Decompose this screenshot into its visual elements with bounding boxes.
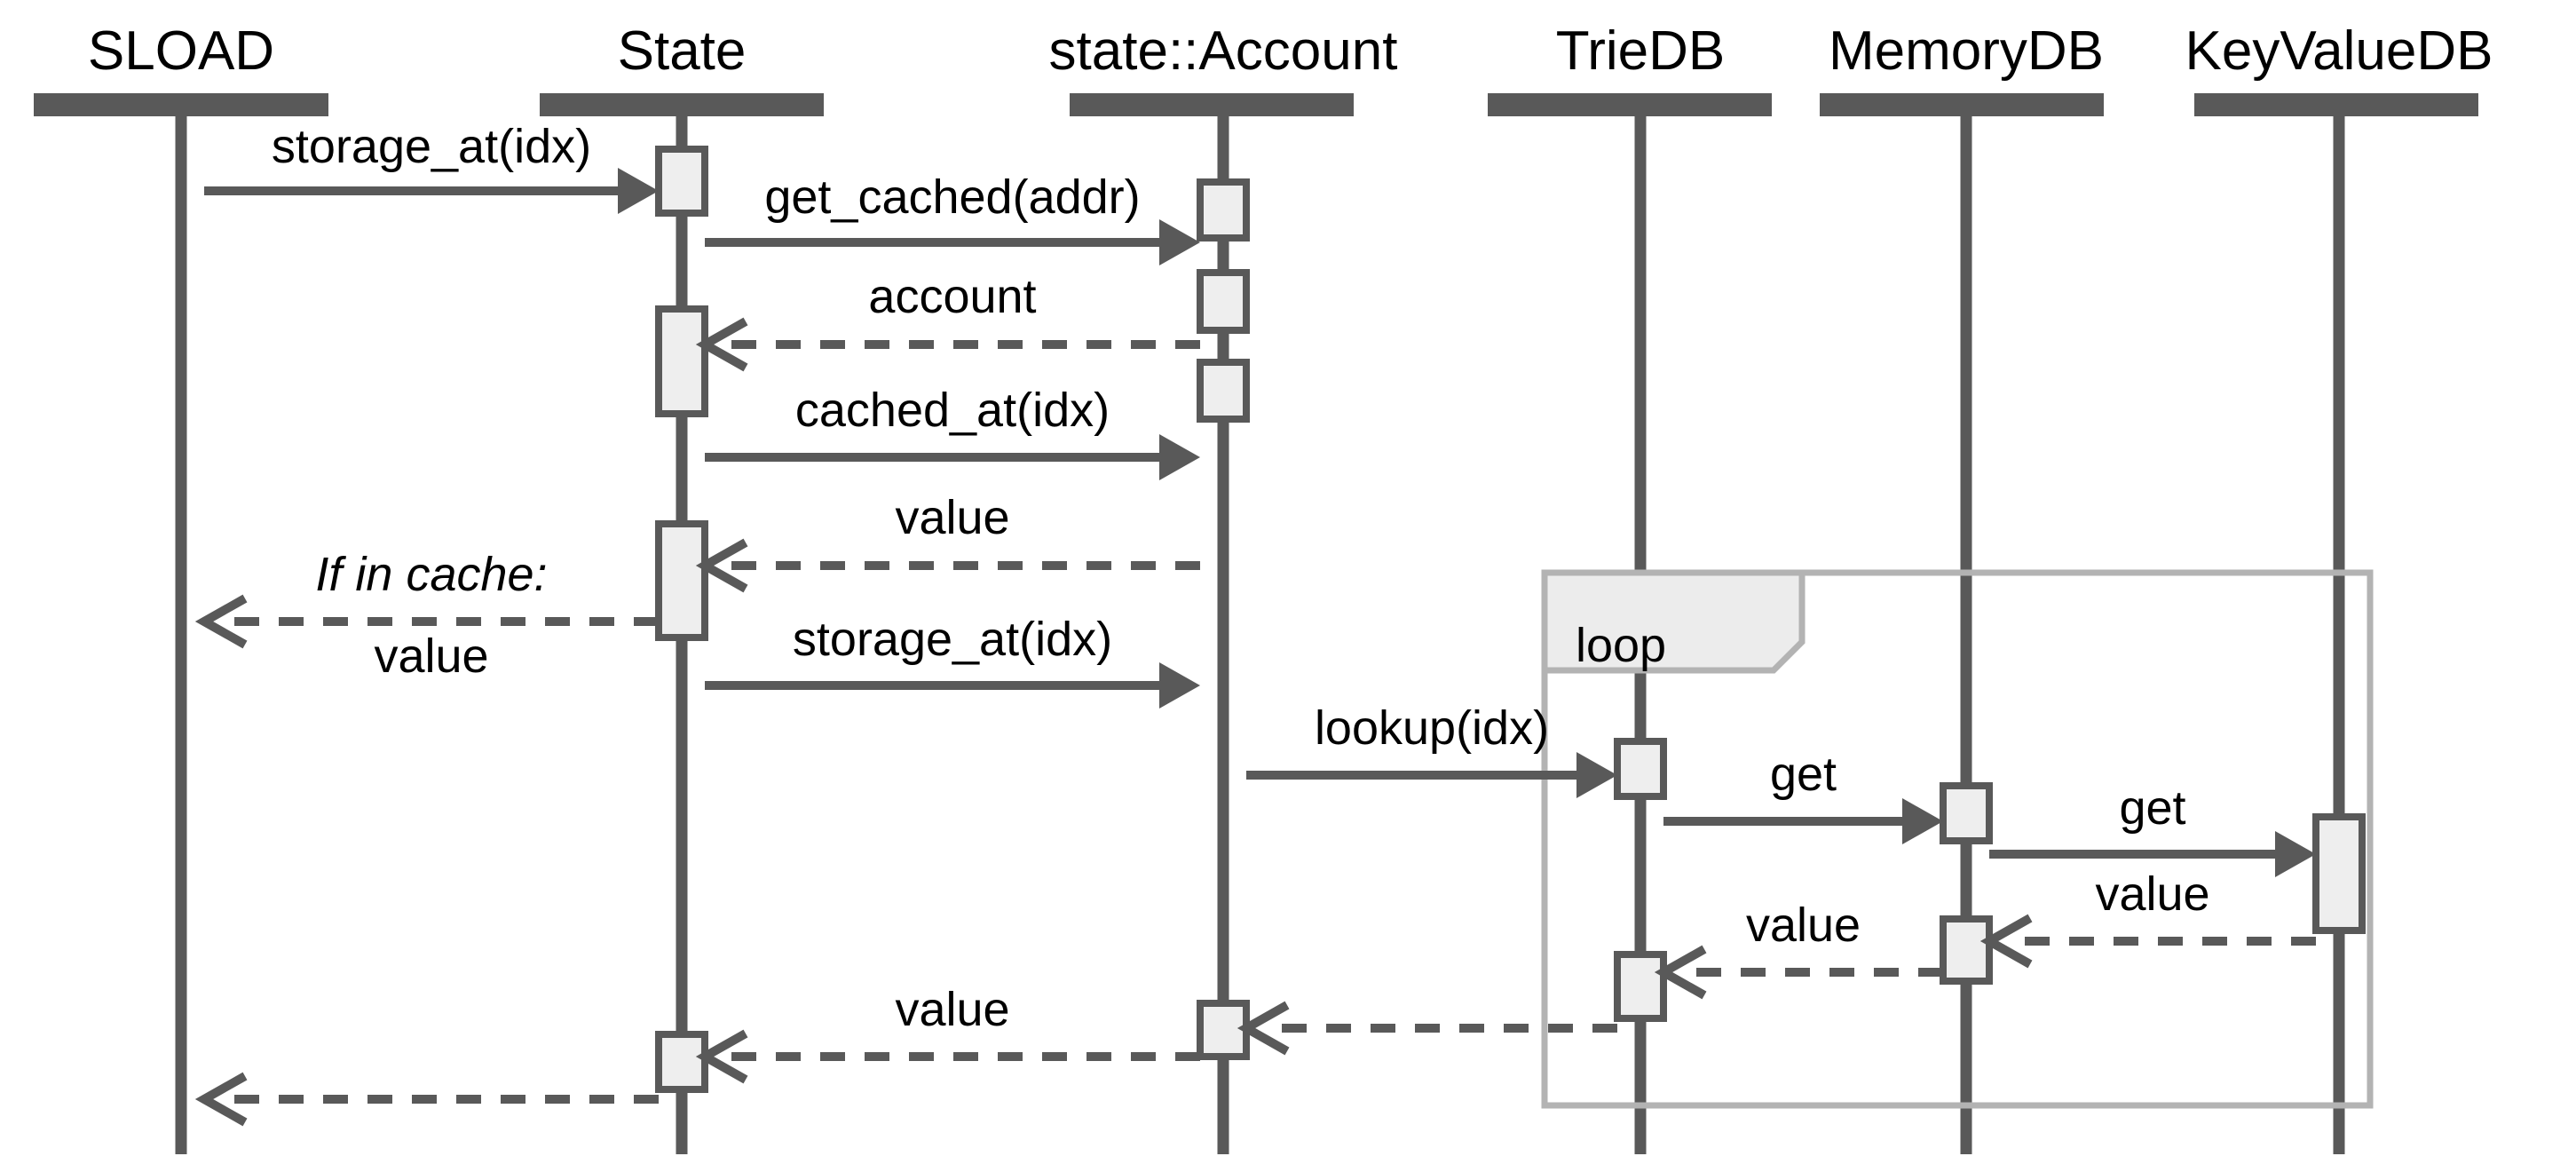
activation-bar-memorydb bbox=[1940, 915, 1993, 985]
message-label-m2: get_cached(addr) bbox=[764, 170, 1140, 224]
message-m14: value bbox=[695, 983, 1200, 1084]
message-m8: lookup(idx) bbox=[1246, 701, 1617, 798]
message-arrowhead-solid bbox=[1159, 219, 1200, 265]
fragment-label-box bbox=[1541, 569, 1806, 674]
participant-state[interactable]: State bbox=[540, 20, 824, 116]
participant-label-sload: SLOAD bbox=[88, 20, 274, 82]
message-label-m8: lookup(idx) bbox=[1315, 701, 1549, 755]
message-arrowhead-open bbox=[194, 594, 248, 649]
participant-head-bar-state[interactable] bbox=[540, 93, 824, 116]
message-arrowhead-solid bbox=[1576, 752, 1617, 798]
message-m1: storage_at(idx) bbox=[204, 120, 659, 214]
participant-label-state: State bbox=[618, 20, 747, 82]
participant-head-bar-triedb[interactable] bbox=[1488, 93, 1772, 116]
activation-bar-account bbox=[1197, 359, 1250, 423]
message-label-m5: value bbox=[895, 491, 1009, 544]
participant-triedb[interactable]: TrieDB bbox=[1488, 20, 1772, 116]
activation-bar-triedb bbox=[1614, 951, 1667, 1022]
message-m9: get bbox=[1663, 748, 1943, 844]
message-arrowhead-solid bbox=[1902, 798, 1943, 844]
message-arrowhead-solid bbox=[618, 168, 659, 214]
activation-bar-memorydb bbox=[1940, 782, 1993, 844]
participant-head-bar-keyvaluedb[interactable] bbox=[2194, 93, 2478, 116]
participant-head-bar-memorydb[interactable] bbox=[1820, 93, 2104, 116]
participant-heads-layer: SLOAD State state::Account TrieDB MemoryDB Ke… bbox=[34, 20, 2493, 116]
activation-bar-state bbox=[655, 1031, 708, 1093]
message-m4: cached_at(idx) bbox=[705, 384, 1200, 480]
participant-head-bar-account[interactable] bbox=[1070, 93, 1354, 116]
message-m2: get_cached(addr) bbox=[705, 170, 1200, 265]
message-m15 bbox=[194, 1072, 659, 1127]
message-label-m10: get bbox=[2119, 781, 2185, 835]
message-arrowhead-open bbox=[695, 317, 748, 372]
message-m3: account bbox=[695, 270, 1200, 372]
message-m5: value bbox=[695, 491, 1200, 593]
message-label-m9: get bbox=[1770, 748, 1837, 801]
participant-label-triedb: TrieDB bbox=[1556, 20, 1726, 82]
lifelines-layer bbox=[175, 116, 2345, 1154]
message-m6: If in cache: value bbox=[194, 548, 659, 683]
message-m12: value bbox=[1654, 899, 1943, 1000]
messages-layer: storage_at(idx) get_cached(addr)account ca… bbox=[194, 120, 2316, 1127]
fragment-label-text: loop bbox=[1576, 619, 1666, 672]
message-arrowhead-solid bbox=[1159, 662, 1200, 709]
message-label-m3: account bbox=[868, 270, 1036, 323]
message-m13 bbox=[1237, 1001, 1617, 1056]
fragments-layer: loop bbox=[1541, 569, 2374, 1109]
participant-label-memorydb: MemoryDB bbox=[1829, 20, 2104, 82]
activation-bar-account bbox=[1197, 269, 1250, 334]
participant-keyvaluedb[interactable]: KeyValueDB bbox=[2185, 20, 2493, 116]
activation-bar-state bbox=[655, 520, 708, 641]
message-label-m4: cached_at(idx) bbox=[795, 384, 1110, 437]
message-label-m6-secondary: value bbox=[374, 630, 488, 683]
message-label-m11: value bbox=[2095, 867, 2209, 921]
participant-account[interactable]: state::Account bbox=[1049, 20, 1398, 116]
participant-label-keyvaluedb: KeyValueDB bbox=[2185, 20, 2493, 82]
activations-layer bbox=[655, 146, 2366, 1093]
activation-bar-state bbox=[655, 146, 708, 217]
message-label-m12: value bbox=[1746, 899, 1861, 952]
message-arrowhead-open bbox=[695, 538, 748, 593]
activation-bar-triedb bbox=[1614, 738, 1667, 800]
message-arrowhead-open bbox=[194, 1072, 248, 1127]
message-label-m7: storage_at(idx) bbox=[793, 613, 1112, 666]
fragment-border bbox=[1541, 569, 2374, 1109]
participant-memorydb[interactable]: MemoryDB bbox=[1820, 20, 2104, 116]
message-label-m1: storage_at(idx) bbox=[272, 120, 591, 173]
message-arrowhead-open bbox=[1237, 1001, 1290, 1056]
message-arrowhead-open bbox=[695, 1029, 748, 1084]
message-m10: get bbox=[1989, 781, 2316, 877]
message-m7: storage_at(idx) bbox=[705, 613, 1200, 709]
message-arrowhead-solid bbox=[1159, 434, 1200, 480]
message-arrowhead-open bbox=[1654, 945, 1707, 1000]
activation-bar-keyvaluedb bbox=[2312, 813, 2366, 934]
activation-bar-account bbox=[1197, 1000, 1250, 1060]
participant-label-account: state::Account bbox=[1049, 20, 1398, 82]
activation-bar-state bbox=[655, 305, 708, 417]
participant-head-bar-sload[interactable] bbox=[34, 93, 328, 116]
participant-sload[interactable]: SLOAD bbox=[34, 20, 328, 116]
message-label-m14: value bbox=[895, 983, 1009, 1036]
message-arrowhead-open bbox=[1979, 914, 2033, 969]
loop-fragment: loop bbox=[1541, 569, 2374, 1109]
activation-bar-account bbox=[1197, 178, 1250, 242]
message-label-m6: If in cache: bbox=[315, 548, 547, 601]
message-arrowhead-solid bbox=[2275, 831, 2316, 877]
message-m11: value bbox=[1979, 867, 2316, 969]
